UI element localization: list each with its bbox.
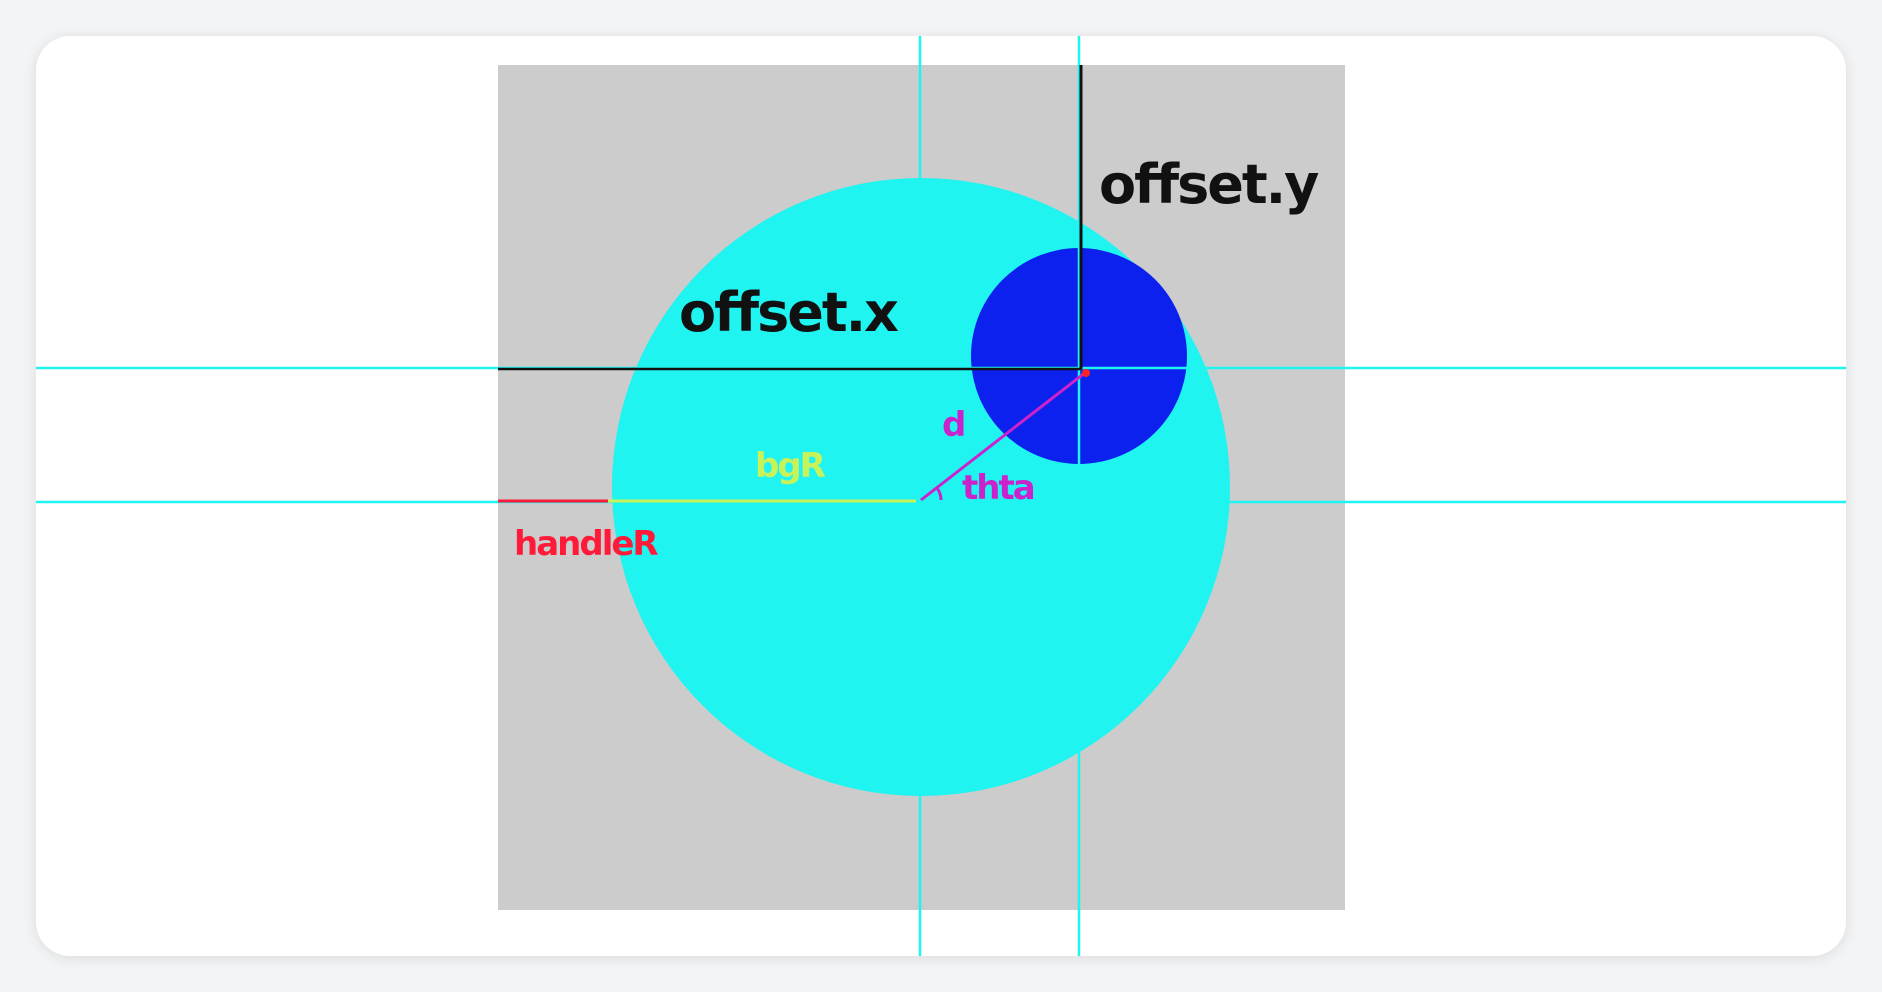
- diagram-card: offset.x offset.y bgR handleR d thta: [36, 36, 1846, 956]
- d-line: [920, 370, 1087, 502]
- handleR-label: handleR: [514, 524, 658, 564]
- bgR-label: bgR: [755, 446, 826, 486]
- theta-arc: [935, 487, 943, 501]
- handle-center-point: [1082, 369, 1090, 377]
- theta-label: thta: [962, 468, 1034, 508]
- offset-x-label: offset.x: [679, 281, 899, 344]
- d-label: d: [942, 405, 964, 445]
- offset-y-label: offset.y: [1099, 153, 1319, 216]
- joystick-geometry-diagram: offset.x offset.y bgR handleR d thta: [36, 36, 1846, 956]
